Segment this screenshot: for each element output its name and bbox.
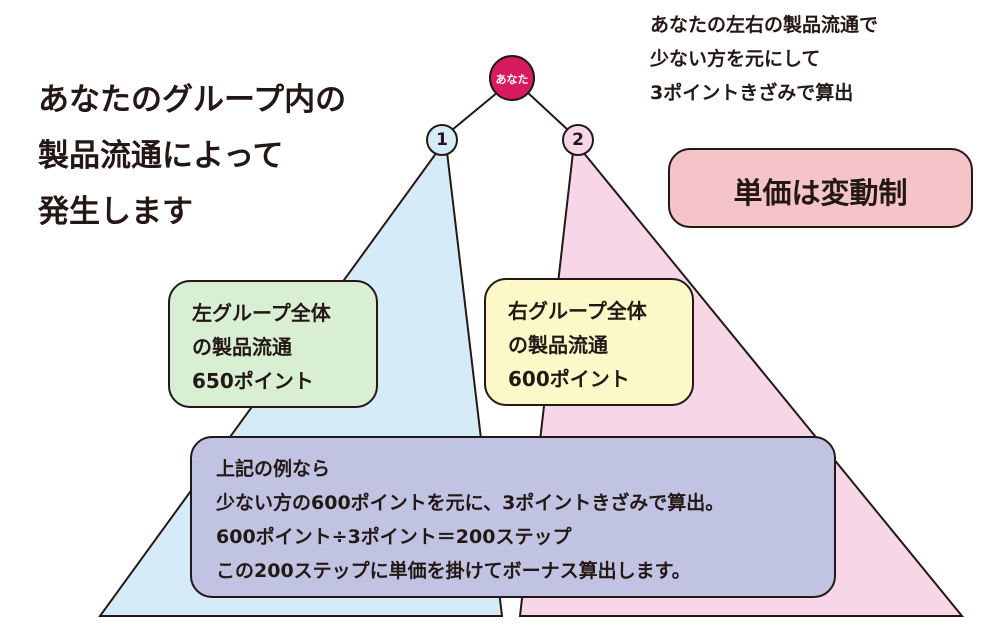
connector-left [451,91,499,131]
note-line: あなたの左右の製品流通で [650,14,879,36]
left-group-box: 左グループ全体 の製品流通 650ポイント [168,280,378,408]
page-title: あなたのグループ内の 製品流通によって 発生します [38,72,346,240]
example-box: 上記の例なら 少ない方の600ポイントを元に、3ポイントきざみで算出。 600ポ… [190,436,836,598]
example-line: 少ない方の600ポイントを元に、3ポイントきざみで算出。 [216,492,725,514]
note-line: 少ない方を元にして [650,48,821,70]
example-line: この200ステップに単価を掛けてボーナス算出します。 [216,560,691,582]
title-line: あなたのグループ内の [38,82,347,118]
right-node-label: 2 [572,130,584,150]
title-line: 発生します [38,194,193,230]
connector-right [526,91,569,131]
right-group-box: 右グループ全体 の製品流通 600ポイント [484,278,694,406]
right-group-points: 600ポイント [508,367,630,391]
left-node-label: 1 [436,130,448,150]
you-node-label: あなた [495,73,529,86]
example-line: 600ポイント÷3ポイント＝200ステップ [216,526,572,548]
right-group-line: 右グループ全体 [508,299,647,323]
title-line: 製品流通によって [38,138,284,174]
left-group-line: 左グループ全体 [192,301,331,325]
left-group-points: 650ポイント [192,369,314,393]
you-node [489,55,535,101]
calculation-note: あなたの左右の製品流通で 少ない方を元にして 3ポイントきざみで算出 [650,8,878,110]
note-line: 3ポイントきざみで算出 [650,82,854,104]
price-badge: 単価は変動制 [668,148,973,228]
right-node [562,124,594,156]
left-node [426,124,458,156]
right-group-line: の製品流通 [508,333,608,357]
price-badge-label: 単価は変動制 [733,176,908,210]
left-group-line: の製品流通 [192,335,292,359]
example-line: 上記の例なら [216,458,331,480]
